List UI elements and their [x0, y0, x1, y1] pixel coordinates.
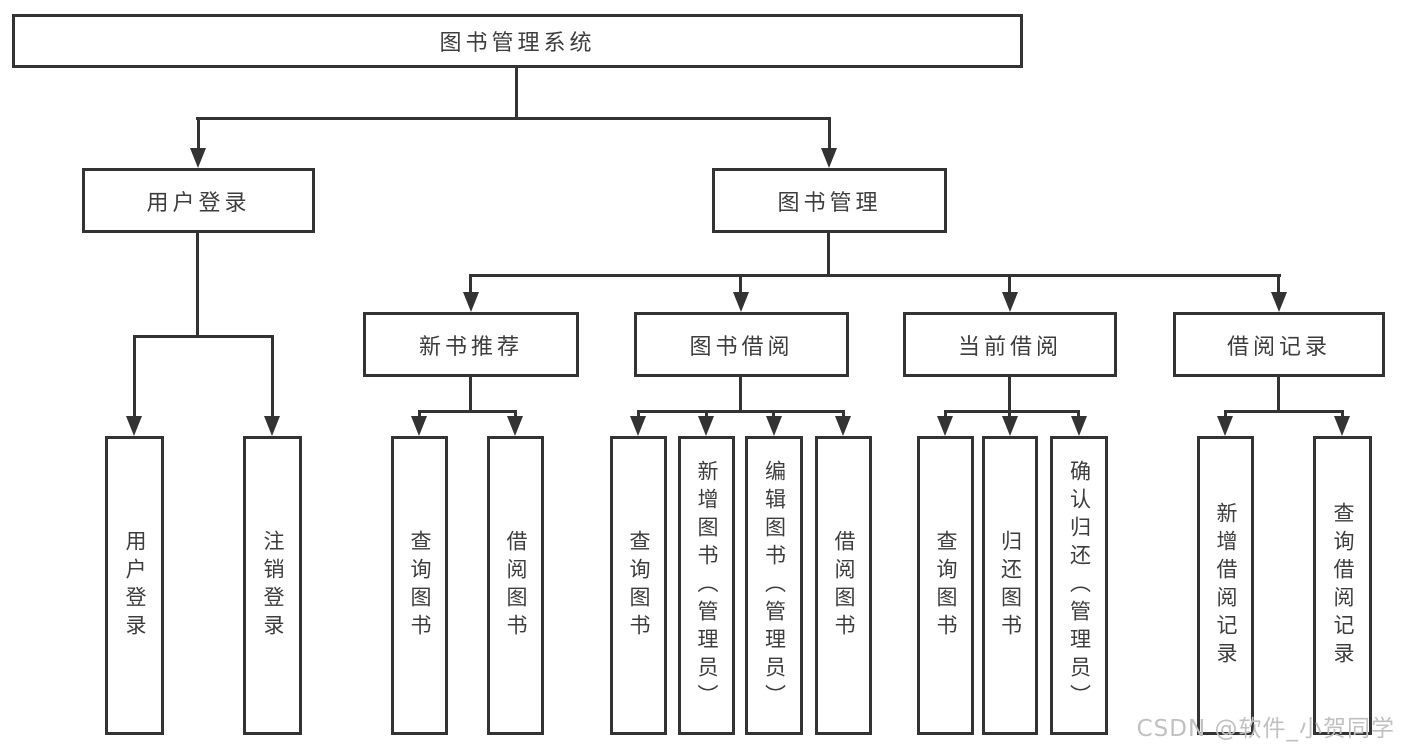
- connector-borrow-split: [637, 410, 845, 413]
- node-book-borrow: 图书借阅: [634, 312, 849, 377]
- connector-newbook-stem: [469, 377, 472, 413]
- connector-drop-book-mgmt: [828, 117, 831, 150]
- node-root-label: 图书管理系统: [439, 31, 596, 56]
- leaf-logout-label: 注销登录: [261, 529, 285, 642]
- leaf-return-book-label: 归还图书: [998, 529, 1023, 642]
- connector-drop-l3: [1008, 274, 1011, 294]
- arrow-down-icon: [411, 416, 427, 436]
- leaf-current-query-book: 查询图书: [917, 436, 974, 735]
- connector-current-stem: [1008, 377, 1011, 413]
- arrow-down-icon: [507, 416, 523, 436]
- arrow-down-icon: [190, 148, 206, 168]
- node-root: 图书管理系统: [12, 14, 1023, 68]
- arrow-down-icon: [821, 148, 837, 168]
- leaf-edit-book-admin: 编辑图书（管理员）: [745, 436, 803, 735]
- arrow-down-icon: [1002, 416, 1018, 436]
- arrow-down-icon: [937, 416, 953, 436]
- leaf-borrow-query-book-label: 查询图书: [627, 529, 651, 642]
- connector-drop-leaf: [133, 335, 136, 418]
- leaf-add-book-admin: 新增图书（管理员）: [678, 436, 735, 735]
- leaf-user-login: 用户登录: [105, 436, 164, 735]
- connector-drop-leaf: [944, 410, 947, 418]
- leaf-add-borrow-record-label: 新增借阅记录: [1214, 501, 1238, 670]
- arrow-down-icon: [1271, 292, 1287, 312]
- node-book-mgmt-label: 图书管理: [777, 190, 882, 216]
- leaf-return-book: 归还图书: [982, 436, 1038, 735]
- arrow-down-icon: [630, 416, 646, 436]
- connector-drop-leaf: [1008, 410, 1011, 418]
- connector-drop-leaf: [1224, 410, 1227, 418]
- connector-drop-leaf: [705, 410, 708, 418]
- node-user-login-label: 用户登录: [146, 190, 251, 216]
- connector-borrow-stem: [739, 377, 742, 413]
- watermark: CSDN @软件_小贺同学: [1136, 716, 1395, 742]
- connector-record-split: [1224, 410, 1344, 413]
- arrow-down-icon: [1334, 416, 1350, 436]
- node-current-borrow: 当前借阅: [903, 312, 1117, 377]
- connector-record-stem: [1277, 377, 1280, 413]
- node-new-book-rec: 新书推荐: [363, 312, 579, 377]
- connector-newbook-split: [418, 410, 517, 413]
- node-new-book-rec-label: 新书推荐: [418, 334, 523, 360]
- arrow-down-icon: [463, 292, 479, 312]
- leaf-current-query-book-label: 查询图书: [934, 529, 958, 642]
- connector-root-stem: [515, 68, 518, 120]
- leaf-query-borrow-record-label: 查询借阅记录: [1331, 501, 1355, 670]
- leaf-borrow-book-label: 借阅图书: [832, 529, 856, 642]
- connector-drop-leaf: [1341, 410, 1344, 418]
- leaf-edit-book-admin-label: 编辑图书（管理员）: [762, 459, 787, 712]
- arrow-down-icon: [126, 416, 142, 436]
- arrow-down-icon: [1217, 416, 1233, 436]
- leaf-add-borrow-record: 新增借阅记录: [1197, 436, 1254, 735]
- connector-drop-user-login: [197, 117, 200, 150]
- connector-drop-leaf: [1077, 410, 1080, 418]
- leaf-confirm-return-admin-label: 确认归还（管理员）: [1067, 459, 1092, 712]
- connector-user-stem: [196, 233, 199, 337]
- arrow-down-icon: [766, 416, 782, 436]
- connector-drop-l3: [739, 274, 742, 294]
- leaf-add-book-admin-label: 新增图书（管理员）: [695, 459, 719, 712]
- connector-drop-leaf: [772, 410, 775, 418]
- leaf-borrow-query-book: 查询图书: [610, 436, 667, 735]
- leaf-logout: 注销登录: [243, 436, 302, 735]
- leaf-rec-query-book-label: 查询图书: [408, 529, 432, 642]
- connector-drop-leaf: [514, 410, 517, 418]
- leaf-rec-borrow-book-label: 借阅图书: [504, 529, 528, 642]
- leaf-user-login-label: 用户登录: [123, 529, 147, 642]
- connector-drop-leaf: [418, 410, 421, 418]
- leaf-query-borrow-record: 查询借阅记录: [1313, 436, 1372, 735]
- leaf-rec-query-book: 查询图书: [391, 436, 448, 735]
- node-borrow-record: 借阅记录: [1173, 312, 1385, 377]
- node-book-mgmt: 图书管理: [712, 168, 947, 233]
- connector-drop-leaf: [637, 410, 640, 418]
- leaf-rec-borrow-book: 借阅图书: [487, 436, 544, 735]
- arrow-down-icon: [733, 292, 749, 312]
- node-book-borrow-label: 图书借阅: [689, 334, 794, 360]
- node-user-login: 用户登录: [82, 168, 315, 233]
- connector-drop-l3: [1277, 274, 1280, 294]
- node-borrow-record-label: 借阅记录: [1226, 334, 1331, 360]
- arrow-down-icon: [264, 416, 280, 436]
- arrow-down-icon: [1002, 292, 1018, 312]
- connector-drop-leaf: [271, 335, 274, 418]
- arrow-down-icon: [1071, 416, 1087, 436]
- arrow-down-icon: [835, 416, 851, 436]
- connector-drop-leaf: [842, 410, 845, 418]
- connector-current-split: [944, 410, 1080, 413]
- connector-mgmt-stem: [827, 233, 830, 277]
- arrow-down-icon: [698, 416, 714, 436]
- connector-mgmt-split: [469, 274, 1281, 277]
- connector-drop-l3: [469, 274, 472, 294]
- connector-root-split: [196, 117, 831, 120]
- leaf-borrow-book: 借阅图书: [815, 436, 872, 735]
- leaf-confirm-return-admin: 确认归还（管理员）: [1050, 436, 1108, 735]
- connector-user-split: [133, 335, 274, 338]
- node-current-borrow-label: 当前借阅: [957, 334, 1062, 360]
